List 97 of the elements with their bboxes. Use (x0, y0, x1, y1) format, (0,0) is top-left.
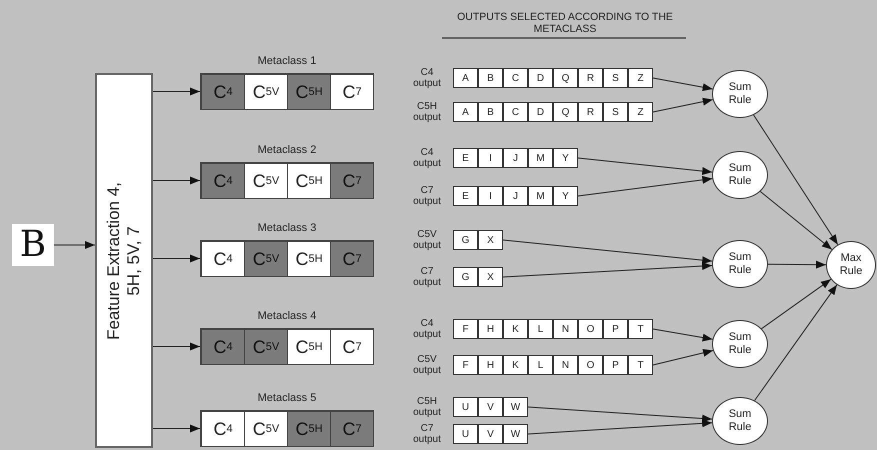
output-cell: O (578, 319, 603, 339)
arrow (578, 176, 713, 196)
output-cell: H (478, 355, 503, 375)
output-cell: T (628, 355, 653, 375)
arrow (152, 424, 200, 432)
output-label: C5H output (412, 101, 442, 123)
output-label: C7 output (412, 185, 442, 207)
output-cell: P (603, 355, 628, 375)
output-cell: V (478, 397, 503, 417)
arrow (652, 98, 714, 112)
output-cell: L (528, 319, 553, 339)
output-cell: W (503, 424, 528, 444)
arrow (652, 348, 714, 366)
arrow (54, 241, 96, 249)
output-cell: F (453, 319, 478, 339)
output-cell: W (503, 397, 528, 417)
rule-ellipse: Sum Rule (712, 151, 768, 199)
rule-ellipse: Sum Rule (712, 240, 768, 288)
output-label: C7 output (412, 423, 442, 445)
output-label: C5H output (412, 396, 442, 418)
output-label: C5V output (412, 229, 442, 251)
rule-ellipse: Sum Rule (712, 397, 768, 445)
output-cell: Q (553, 102, 578, 122)
arrow (152, 176, 200, 184)
rule-ellipse: Max Rule (826, 241, 876, 289)
output-label: C4 output (412, 318, 442, 340)
output-cell: C (503, 102, 528, 122)
metaclass-label: Metaclass 3 (256, 222, 318, 234)
output-cell: M (528, 148, 553, 168)
output-cell: N (553, 355, 578, 375)
arrow (578, 158, 713, 176)
output-cell: J (503, 186, 528, 206)
output-cell: G (453, 230, 478, 250)
output-cell: X (478, 267, 503, 287)
output-label: C7 output (412, 266, 442, 288)
output-cell: R (578, 68, 603, 88)
output-cell: B (478, 102, 503, 122)
section-heading: OUTPUTS SELECTED ACCORDING TO THE METACLASS (456, 11, 674, 35)
output-cell: Y (553, 148, 578, 168)
output-cell: N (553, 319, 578, 339)
output-label: C4 output (412, 147, 442, 169)
output-cell: U (453, 424, 478, 444)
output-cell: U (453, 397, 478, 417)
arrow (152, 254, 200, 262)
rule-ellipse: Sum Rule (712, 70, 768, 118)
arrow (502, 262, 713, 278)
output-cell: D (528, 102, 553, 122)
output-cell: S (603, 68, 628, 88)
output-cell: K (503, 319, 528, 339)
output-cell: D (528, 68, 553, 88)
arrow (760, 191, 832, 250)
output-cell: I (478, 148, 503, 168)
output-cell: E (453, 186, 478, 206)
output-cell: B (478, 68, 503, 88)
handwritten-letter-picture: B (12, 224, 54, 266)
output-cell: C (503, 68, 528, 88)
output-cell: F (453, 355, 478, 375)
output-cell: A (453, 68, 478, 88)
output-cell: A (453, 102, 478, 122)
output-cell: Z (628, 68, 653, 88)
rule-ellipse: Sum Rule (712, 320, 768, 368)
output-label: C5V output (412, 354, 442, 376)
output-cell: K (503, 355, 528, 375)
arrow (754, 284, 838, 401)
process-box: Feature Extraction 4, 5H, 5V, 7 (95, 73, 153, 448)
output-cell: V (478, 424, 503, 444)
output-cell: H (478, 319, 503, 339)
output-cell: J (503, 148, 528, 168)
metaclass-label: Metaclass 4 (256, 310, 318, 322)
output-label: C4 output (412, 67, 442, 89)
output-cell: L (528, 355, 553, 375)
arrow (152, 342, 200, 350)
arrow (768, 260, 826, 269)
output-cell: E (453, 148, 478, 168)
metaclass-label: Metaclass 5 (256, 392, 318, 404)
arrow (753, 114, 838, 246)
output-cell: X (478, 230, 503, 250)
metaclass-label: Metaclass 1 (256, 55, 318, 67)
arrow (761, 278, 832, 330)
output-cell: I (478, 186, 503, 206)
output-cell: S (603, 102, 628, 122)
output-cell: O (578, 355, 603, 375)
output-cell: G (453, 267, 478, 287)
arrow (528, 419, 713, 434)
arrow (652, 78, 714, 92)
output-cell: Z (628, 102, 653, 122)
output-cell: M (528, 186, 553, 206)
arrow (528, 406, 713, 422)
output-cell: Y (553, 186, 578, 206)
arrow (152, 88, 200, 96)
output-cell: Q (553, 68, 578, 88)
metaclass-label: Metaclass 2 (256, 144, 318, 156)
output-cell: R (578, 102, 603, 122)
arrow (652, 328, 714, 342)
output-cell: P (603, 319, 628, 339)
output-cell: T (628, 319, 653, 339)
arrow (502, 240, 713, 264)
